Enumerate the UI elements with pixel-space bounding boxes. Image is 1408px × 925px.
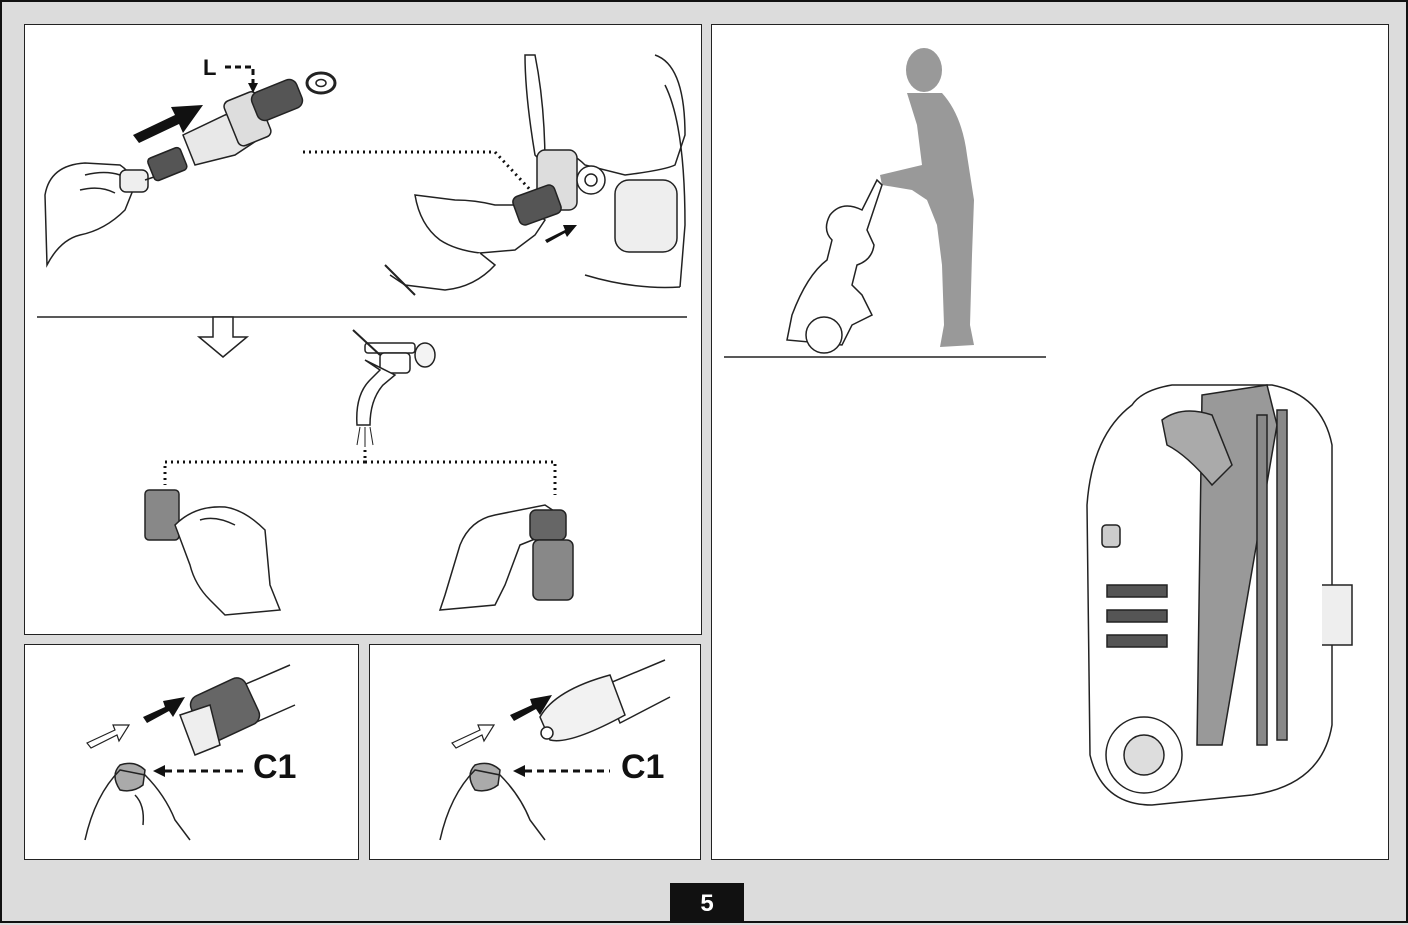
washer-with-accessories-illustration — [1087, 385, 1352, 805]
push-in-arrow-icon — [143, 697, 185, 723]
lance-nozzle-cleaning-panel: C1 — [24, 644, 359, 860]
water-tap-illustration — [353, 330, 435, 447]
down-arrow-icon — [199, 317, 247, 357]
filter-cleaning-panel: L — [24, 24, 702, 635]
trolley-washer-illustration — [787, 180, 882, 353]
transport-storage-panel — [711, 24, 1389, 860]
hand-unscrewing-inlet-illustration — [385, 183, 563, 295]
hand-rinsing-filter-illustration — [145, 490, 280, 615]
transport-storage-illustration — [712, 25, 1389, 860]
connector-label: C1 — [253, 748, 296, 787]
hand-removing-filter-illustration — [45, 73, 335, 265]
lance-nozzle-cleaning-illustration — [25, 645, 359, 860]
hand-rinsing-connector-illustration — [440, 505, 573, 610]
washer-inlet-illustration — [525, 55, 685, 288]
filter-cleaning-illustration — [25, 25, 702, 635]
filter-label: L — [203, 55, 216, 81]
pull-out-arrow-icon — [452, 725, 494, 748]
nozzle-tip-cleaning-panel: C1 — [369, 644, 701, 860]
person-pulling-washer-illustration — [880, 48, 974, 347]
pull-out-arrow-icon — [87, 725, 129, 748]
page-number: 5 — [670, 883, 744, 923]
connector-label: C1 — [621, 748, 664, 787]
pull-arrow-icon — [545, 225, 577, 243]
